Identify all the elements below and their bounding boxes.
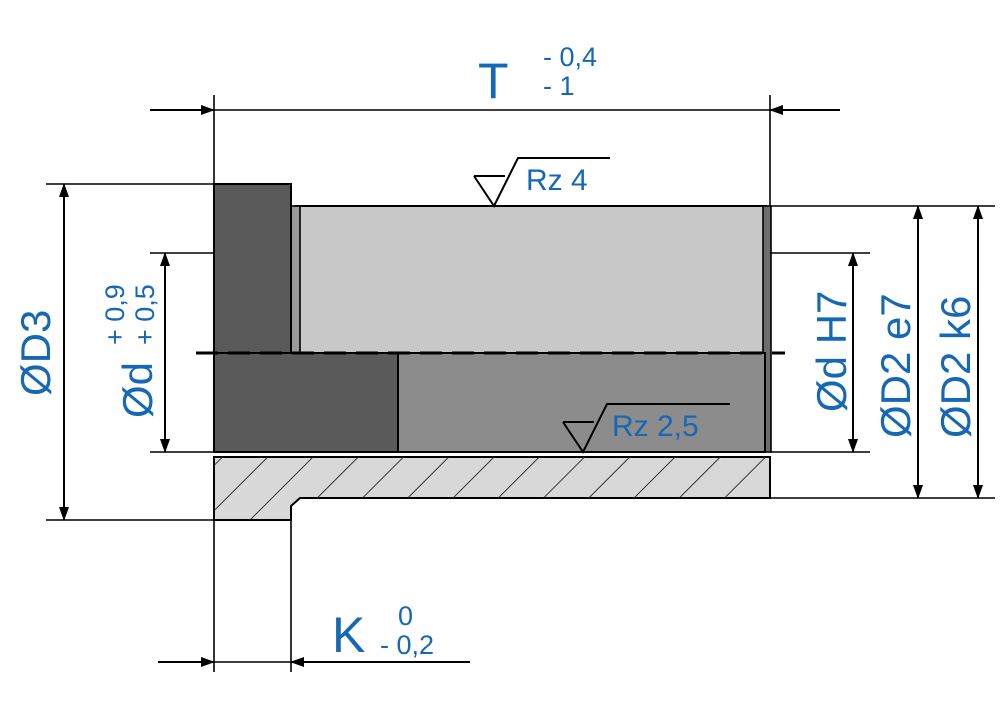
dim-K-tol-lower: - 0,2 xyxy=(380,630,434,660)
flange-upper xyxy=(213,183,292,354)
dim-T-tol-lower: - 1 xyxy=(543,71,575,101)
dim-D3-label: ØD3 xyxy=(12,310,59,396)
roughness-label-bottom: Rz 2,5 xyxy=(612,410,699,443)
dim-d-H7-label: Ød H7 xyxy=(808,291,855,412)
flange-lower xyxy=(213,352,399,453)
dim-T-label: T xyxy=(478,53,509,109)
dim-T-tol-upper: - 0,4 xyxy=(543,42,597,72)
section-hatch xyxy=(214,457,770,520)
dim-d-label: Ød xyxy=(114,362,161,418)
dim-D2-k6-label: ØD2 k6 xyxy=(932,296,979,438)
dim-d-tol-lower: + 0,5 xyxy=(130,284,160,345)
end-ring xyxy=(762,205,772,453)
roughness-label-top: Rz 4 xyxy=(526,164,588,197)
bushing-part xyxy=(196,183,785,521)
dim-K-tol-upper: 0 xyxy=(398,601,413,631)
bore-surface-lower xyxy=(397,352,766,453)
dim-D2-e7-label: ØD2 e7 xyxy=(872,293,919,438)
roughness-symbol-top: Rz 4 xyxy=(473,157,610,208)
dim-K-label: K xyxy=(332,607,365,663)
dim-d-tol-upper: + 0,9 xyxy=(100,284,130,345)
dimension-lines xyxy=(59,105,983,667)
roughness-symbol-bottom: Rz 2,5 xyxy=(562,403,730,454)
bore-surface-upper xyxy=(295,205,767,354)
bore-step-ring xyxy=(290,205,301,354)
